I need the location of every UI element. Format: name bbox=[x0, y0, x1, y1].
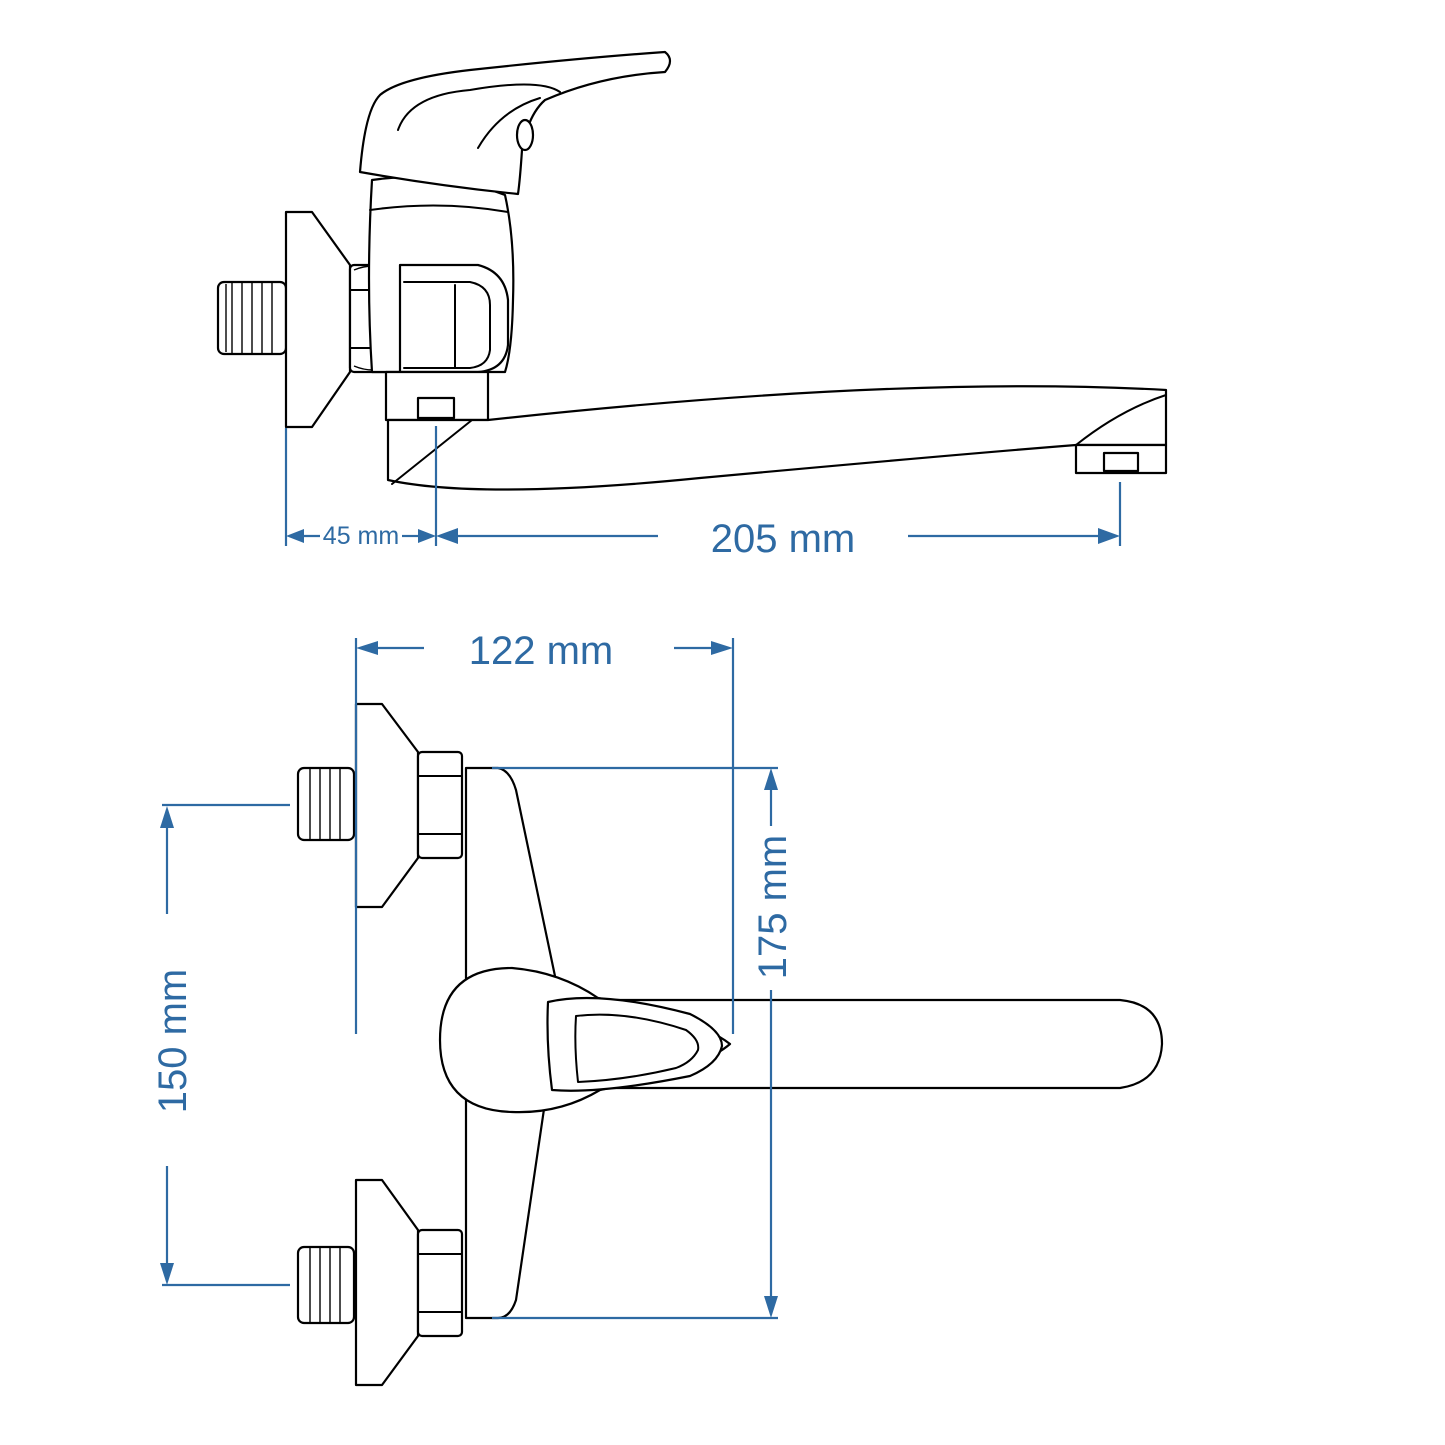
side-view: 45 mm 205 mm bbox=[216, 50, 1168, 561]
dim-label-175mm: 175 mm bbox=[751, 835, 795, 980]
dim-label-150mm: 150 mm bbox=[151, 969, 195, 1114]
side-wall-flange bbox=[284, 210, 352, 429]
front-upper-inlet bbox=[296, 702, 464, 909]
dim-depth: 122 mm bbox=[354, 629, 735, 1034]
dim-label-45mm: 45 mm bbox=[323, 522, 399, 550]
side-lever-pivot bbox=[515, 118, 535, 152]
side-threaded-inlet bbox=[216, 280, 288, 356]
dim-label-122mm: 122 mm bbox=[469, 629, 614, 673]
side-swivel-spout bbox=[386, 385, 1168, 491]
dim-inlet-spacing: 150 mm bbox=[151, 803, 290, 1287]
side-aerator bbox=[1074, 443, 1168, 475]
side-lever-handle bbox=[358, 50, 672, 196]
front-view: 122 mm 150 mm 175 mm bbox=[151, 629, 1164, 1387]
front-lever-grip-inset bbox=[574, 1013, 700, 1083]
dim-flange-to-body: 45 mm bbox=[284, 426, 438, 550]
front-lower-inlet bbox=[296, 1178, 464, 1387]
dim-spout-reach: 205 mm bbox=[436, 482, 1122, 561]
dim-body-height: 175 mm bbox=[492, 766, 795, 1320]
dim-label-205mm: 205 mm bbox=[711, 517, 856, 561]
side-spout-collar bbox=[384, 370, 490, 422]
